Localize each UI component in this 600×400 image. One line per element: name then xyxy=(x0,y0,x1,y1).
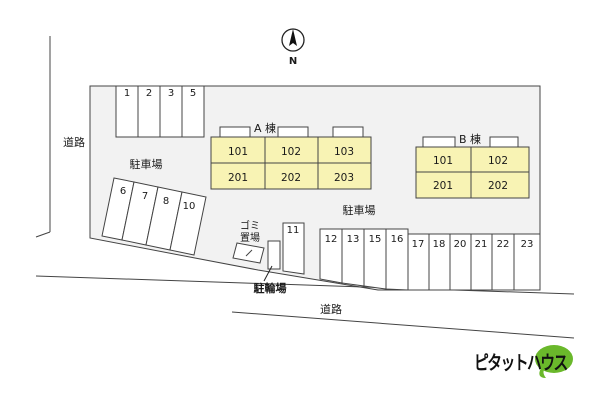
building-b-label: B 棟 xyxy=(459,132,481,146)
parking-area-label: 駐車場 xyxy=(130,157,163,171)
unit-label: 201 xyxy=(228,172,248,184)
parking-space-label: 20 xyxy=(454,239,467,250)
unit-label: 202 xyxy=(281,172,301,184)
parking-space-label: 2 xyxy=(146,88,152,99)
garbage-area-label-2: 置場 xyxy=(240,231,260,244)
parking-space-label: 6 xyxy=(120,186,126,197)
parking-space-label: 23 xyxy=(521,239,534,250)
unit-label: 102 xyxy=(281,146,301,158)
road-corner-line xyxy=(35,231,51,238)
parking-space-label: 10 xyxy=(183,201,196,212)
building-a-label: A 棟 xyxy=(254,121,276,135)
unit-label: 101 xyxy=(433,155,453,167)
parking-area-label-right: 駐車場 xyxy=(343,203,376,217)
parking-space-label: 7 xyxy=(142,191,148,202)
parking-space-label: 12 xyxy=(325,234,338,245)
parking-row-top xyxy=(115,85,205,138)
north-arrow-icon xyxy=(281,28,305,52)
parking-space-label: 22 xyxy=(497,239,510,250)
road-label-bottom: 道路 xyxy=(320,302,342,316)
parking-row-diagonal xyxy=(101,177,207,256)
parking-space-label: 3 xyxy=(168,88,174,99)
parking-space-label: 21 xyxy=(475,239,488,250)
unit-label: 201 xyxy=(433,180,453,192)
unit-label: 203 xyxy=(334,172,354,184)
building-a xyxy=(210,126,372,190)
parking-space-label: 18 xyxy=(433,239,446,250)
brand-leaf-icon xyxy=(535,345,573,378)
brand-logo-text: ピタットハウス xyxy=(474,352,568,374)
parking-space-label: 13 xyxy=(347,234,360,245)
garbage-area-mark xyxy=(245,249,253,257)
parking-space-label: 15 xyxy=(369,234,382,245)
bottom-road-edge-top xyxy=(35,275,575,295)
unit-label: 101 xyxy=(228,146,248,158)
parking-space-11 xyxy=(282,222,305,275)
north-label: N xyxy=(289,56,297,67)
parking-row-bottom xyxy=(319,228,541,291)
parking-space-label: 16 xyxy=(391,234,404,245)
road-label-left: 道路 xyxy=(63,135,85,149)
parking-space-label: 5 xyxy=(190,88,196,99)
parking-space-label: 11 xyxy=(287,225,300,236)
bike-parking-pointer xyxy=(263,265,273,282)
parking-space-label: 8 xyxy=(163,196,169,207)
unit-label: 102 xyxy=(488,155,508,167)
building-b xyxy=(415,136,530,199)
bike-parking-box xyxy=(267,240,281,270)
bottom-road-edge-bottom xyxy=(231,311,575,339)
parking-space-label: 1 xyxy=(124,88,130,99)
parking-space-label: 17 xyxy=(412,239,425,250)
garbage-area-label-1: ゴミ xyxy=(240,219,260,232)
unit-label: 202 xyxy=(488,180,508,192)
unit-label: 103 xyxy=(334,146,354,158)
bike-parking-label: 駐輪場 xyxy=(254,281,287,295)
